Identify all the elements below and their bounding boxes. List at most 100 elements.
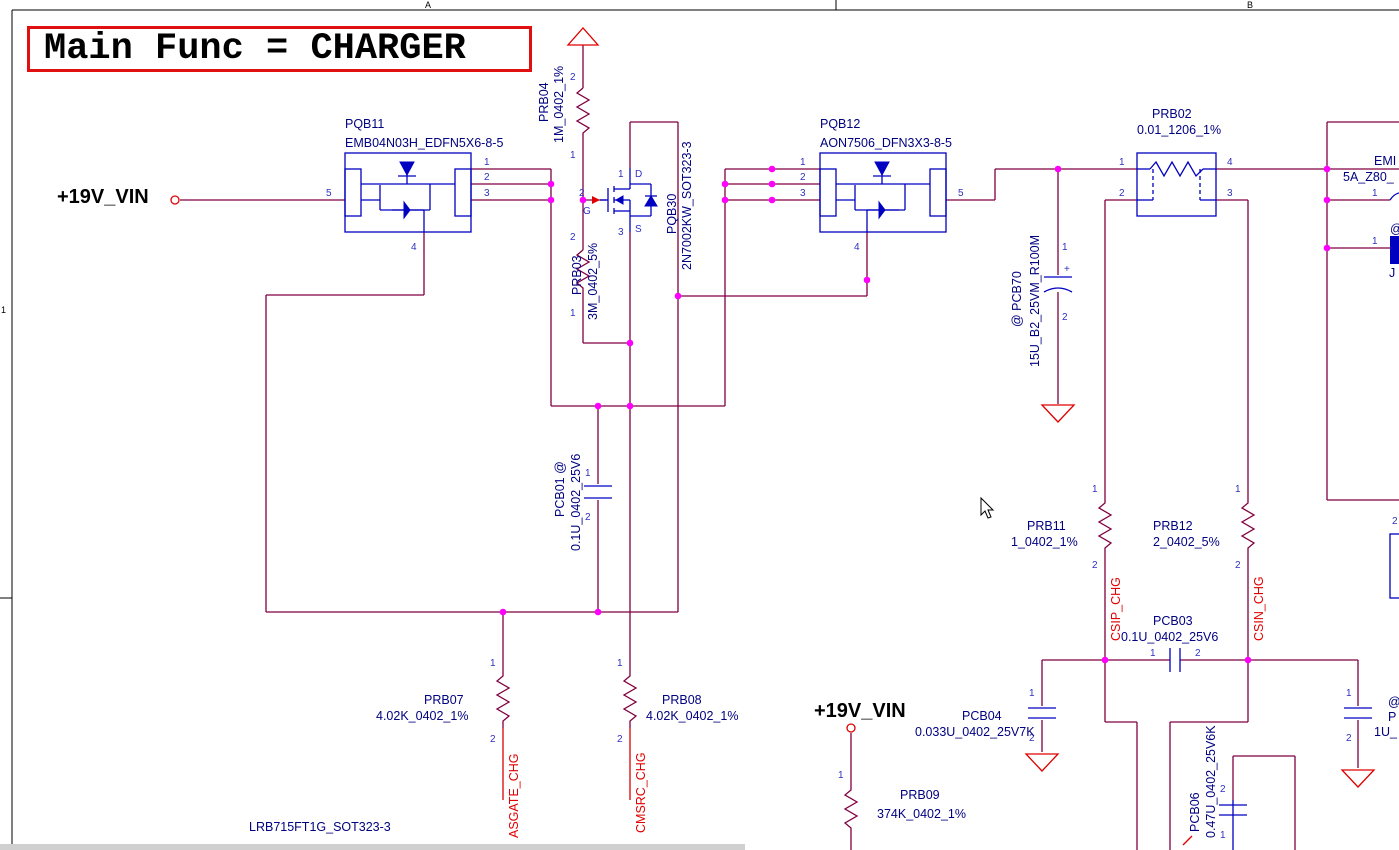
svg-text:1: 1 bbox=[618, 169, 624, 180]
pcb04-value: 0.033U_0402_25V7K bbox=[915, 725, 1035, 739]
pcb06-capacitor: 2 1 PCB06 0.47U_0402_25V6K bbox=[1182, 725, 1247, 850]
pcb06-value: 0.47U_0402_25V6K bbox=[1204, 725, 1218, 838]
svg-text:1: 1 bbox=[800, 157, 806, 168]
svg-text:2: 2 bbox=[1235, 560, 1241, 571]
svg-text:5: 5 bbox=[958, 188, 964, 199]
net-19v-vin-left: +19V_VIN bbox=[57, 186, 180, 208]
svg-text:1: 1 bbox=[1372, 236, 1378, 247]
junctions bbox=[499, 165, 1331, 664]
svg-text:1: 1 bbox=[570, 150, 576, 161]
svg-text:@: @ bbox=[1390, 222, 1399, 236]
svg-text:1: 1 bbox=[1092, 484, 1098, 495]
vin-left-label: +19V_VIN bbox=[57, 186, 149, 208]
lrb715-value: LRB715FT1G_SOT323-3 bbox=[249, 820, 391, 834]
zone-label-b: B bbox=[1247, 0, 1253, 10]
pqb30-mosfet: D G S 1 2 3 PQB30 2N7002KW_SOT323-3 bbox=[579, 141, 694, 270]
emi-value: 5A_Z80_ bbox=[1343, 170, 1395, 184]
pcb70-value: 15U_B2_25VM_R100M bbox=[1028, 235, 1042, 367]
cmsrc-net-label: CMSRC_CHG bbox=[634, 752, 648, 833]
pqb30-ref: PQB30 bbox=[665, 194, 679, 234]
prb03-value: 3M_0402_5% bbox=[586, 243, 600, 320]
prb09-value: 374K_0402_1% bbox=[877, 807, 966, 821]
prb03-ref: PRB03 bbox=[570, 255, 584, 295]
prb07-ref: PRB07 bbox=[424, 693, 464, 707]
emi-ref: EMI bbox=[1374, 154, 1396, 168]
svg-text:D: D bbox=[635, 169, 642, 180]
prb08-resistor: 1 2 PRB08 4.02K_0402_1% CMSRC_CHG bbox=[617, 658, 738, 833]
svg-text:2: 2 bbox=[484, 172, 490, 183]
svg-text:3: 3 bbox=[800, 188, 806, 199]
pcb03-value: 0.1U_0402_25V6 bbox=[1121, 630, 1218, 644]
svg-text:4: 4 bbox=[411, 242, 417, 253]
pcb01-value: 0.1U_0402_25V6 bbox=[569, 454, 583, 551]
svg-text:2: 2 bbox=[800, 172, 806, 183]
pcb70-capacitor: + 1 2 @ PCB70 15U_B2_25VM_R100M bbox=[1010, 235, 1076, 423]
prb08-ref: PRB08 bbox=[662, 693, 702, 707]
svg-text:1: 1 bbox=[585, 468, 591, 479]
svg-text:2: 2 bbox=[1195, 648, 1201, 659]
csin-net-label: CSIN_CHG bbox=[1252, 576, 1266, 641]
svg-text:1: 1 bbox=[1372, 188, 1378, 199]
prb07-resistor: 1 2 PRB07 4.02K_0402_1% ASGATE_CHG bbox=[376, 658, 521, 838]
svg-text:2: 2 bbox=[1092, 560, 1098, 571]
prb11-resistor: 1 2 PRB11 1_0402_1% CSIP_CHG bbox=[1011, 484, 1123, 641]
pqb12-value: AON7506_DFN3X3-8-5 bbox=[820, 136, 952, 150]
partial-cap-value: 1U_ bbox=[1374, 725, 1398, 739]
svg-text:2: 2 bbox=[1346, 733, 1352, 744]
svg-text:2: 2 bbox=[1220, 784, 1226, 795]
pcb03-capacitor: 1 2 PCB03 0.1U_0402_25V6 bbox=[1121, 614, 1218, 672]
svg-text:1: 1 bbox=[1220, 830, 1226, 841]
pcb04-capacitor: 1 2 PCB04 0.033U_0402_25V7K bbox=[915, 688, 1060, 772]
row-label-1: 1 bbox=[1, 305, 6, 315]
prb03-resistor: 2 1 PRB03 3M_0402_5% bbox=[570, 232, 600, 320]
net-19v-vin-bottom: +19V_VIN bbox=[814, 700, 906, 733]
prb02-value: 0.01_1206_1% bbox=[1137, 123, 1221, 137]
j-partial-ref: J bbox=[1389, 266, 1395, 280]
svg-text:2: 2 bbox=[570, 72, 576, 83]
svg-text:1: 1 bbox=[1029, 688, 1035, 699]
prb02-shunt-resistor: 1 4 2 3 PRB02 0.01_1206_1% bbox=[1119, 107, 1233, 217]
pcb01-ref: PCB01 @ bbox=[553, 461, 567, 517]
csip-net-label: CSIP_CHG bbox=[1109, 577, 1123, 641]
page-title: Main Func = CHARGER bbox=[27, 26, 532, 72]
prb08-value: 4.02K_0402_1% bbox=[646, 709, 738, 723]
prb04-resistor: 2 1 PRB04 1M_0402_1% bbox=[537, 27, 600, 161]
svg-text:1: 1 bbox=[570, 308, 576, 319]
svg-text:4: 4 bbox=[1227, 157, 1233, 168]
asgate-net-label: ASGATE_CHG bbox=[507, 753, 521, 838]
mouse-cursor bbox=[980, 496, 995, 519]
pcb70-ref: @ PCB70 bbox=[1010, 271, 1024, 327]
horizontal-scrollbar[interactable] bbox=[0, 844, 745, 850]
pqb30-value: 2N7002KW_SOT323-3 bbox=[680, 141, 694, 270]
svg-text:1: 1 bbox=[1150, 648, 1156, 659]
svg-text:+: + bbox=[1064, 264, 1070, 275]
svg-text:1: 1 bbox=[490, 658, 496, 669]
partial-capacitor-right: 1 2 @ P 1U_ bbox=[1340, 688, 1399, 788]
prb12-value: 2_0402_5% bbox=[1153, 535, 1220, 549]
svg-text:1: 1 bbox=[1119, 157, 1125, 168]
prb07-value: 4.02K_0402_1% bbox=[376, 709, 468, 723]
prb12-ref: PRB12 bbox=[1153, 519, 1193, 533]
prb09-ref: PRB09 bbox=[900, 788, 940, 802]
svg-text:1: 1 bbox=[1346, 688, 1352, 699]
pqb11-value: EMB04N03H_EDFN5X6-8-5 bbox=[345, 136, 503, 150]
prb04-ref: PRB04 bbox=[537, 82, 551, 122]
svg-text:3: 3 bbox=[618, 227, 624, 238]
vin-bottom-label: +19V_VIN bbox=[814, 700, 906, 722]
svg-text:1: 1 bbox=[838, 770, 844, 781]
svg-text:2: 2 bbox=[490, 734, 496, 745]
svg-text:1: 1 bbox=[1235, 484, 1241, 495]
pqb11-ref: PQB11 bbox=[345, 117, 384, 131]
svg-text:2: 2 bbox=[1392, 516, 1398, 527]
svg-text:1: 1 bbox=[617, 658, 623, 669]
prb02-ref: PRB02 bbox=[1152, 107, 1192, 121]
prb09-resistor: 1 PRB09 374K_0402_1% bbox=[838, 770, 966, 830]
emi-partial-part: EMI 5A_Z80_ 1 1 @ J 2 bbox=[1343, 154, 1399, 599]
svg-text:1: 1 bbox=[1062, 242, 1068, 253]
prb12-resistor: 1 2 PRB12 2_0402_5% CSIN_CHG bbox=[1153, 484, 1266, 641]
pqb12-mosfet: 1 2 3 5 4 PQB12 AON7506_DFN3X3-8-5 bbox=[800, 117, 964, 253]
pcb06-ref: PCB06 bbox=[1188, 792, 1202, 832]
svg-text:3: 3 bbox=[1227, 188, 1233, 199]
pcb03-ref: PCB03 bbox=[1153, 614, 1193, 628]
